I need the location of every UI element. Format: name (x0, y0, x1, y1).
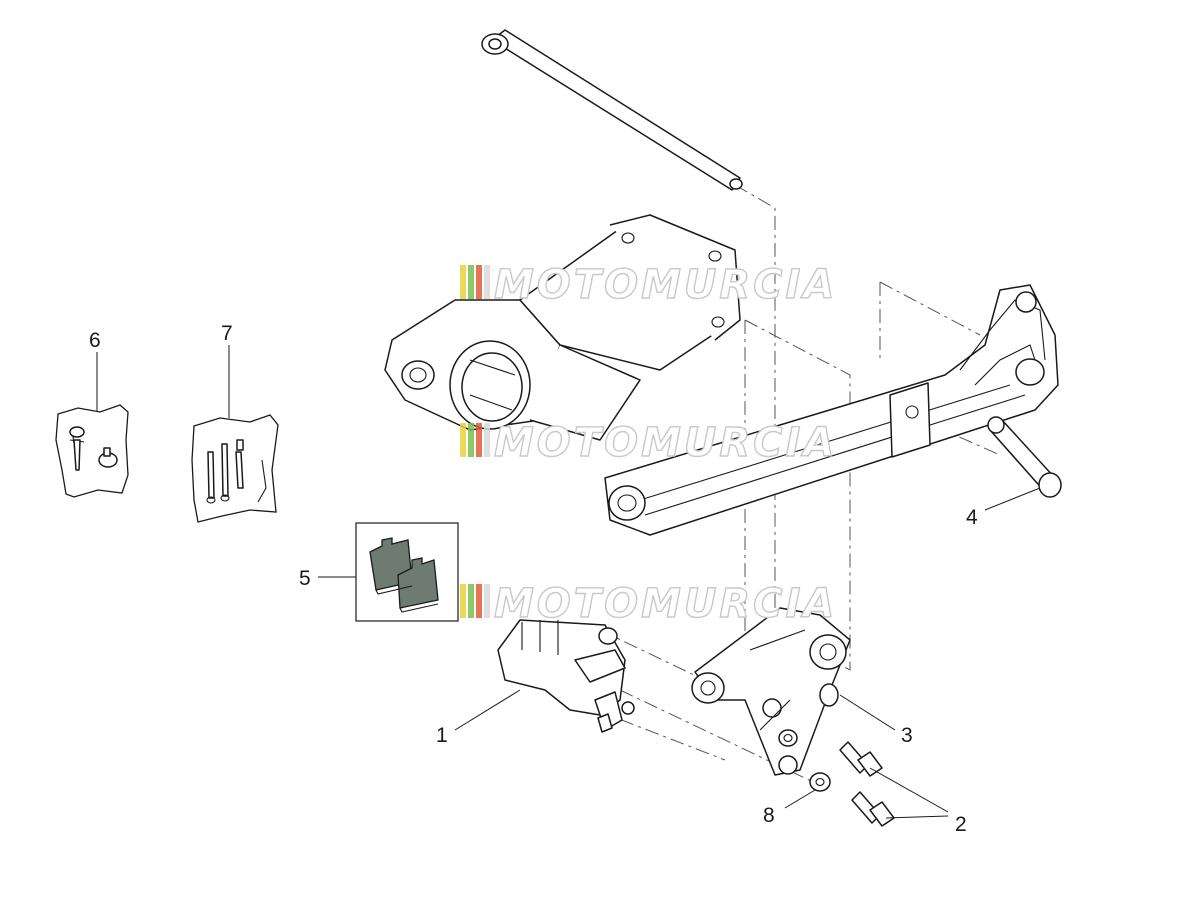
watermark-stripe (476, 584, 482, 618)
washers (778, 729, 831, 792)
watermark-text: MOTOMURCIA (494, 420, 837, 466)
watermark-middle: MOTOMURCIA (460, 419, 837, 467)
callout-2: 2 (955, 813, 967, 836)
swing-arm (384, 214, 1059, 536)
brake-caliper (497, 619, 635, 733)
leader-lines (96, 345, 1041, 819)
watermark-text: MOTOMURCIA (494, 581, 837, 627)
callout-7: 7 (221, 322, 233, 345)
watermark-stripe (460, 423, 466, 457)
brake-pad (397, 557, 439, 609)
pivot-shaft (481, 29, 743, 191)
watermark-text: MOTOMURCIA (494, 262, 837, 308)
spacer-bolt (987, 416, 1062, 498)
watermark-stripe (468, 584, 474, 618)
watermark-bottom: MOTOMURCIA (460, 580, 837, 628)
watermark-stripe (484, 265, 490, 299)
callout-8: 8 (763, 804, 775, 827)
callout-1: 1 (436, 724, 448, 747)
watermark-stripe (468, 423, 474, 457)
leader-1 (454, 689, 521, 731)
watermark-stripe (468, 265, 474, 299)
small-parts-bag-6 (55, 404, 129, 498)
leader-2a (869, 767, 949, 813)
watermark-stripe (484, 423, 490, 457)
watermark-stripe (476, 265, 482, 299)
watermark-top: MOTOMURCIA (460, 261, 837, 309)
watermark-stripe (460, 584, 466, 618)
brake-pads-kit (355, 522, 459, 622)
watermark-stripe (460, 265, 466, 299)
bracket-bolts (839, 741, 895, 827)
callout-5: 5 (299, 567, 311, 590)
callout-numbers: 1 2 3 4 5 6 7 8 (89, 322, 978, 836)
caliper-bracket (691, 607, 851, 776)
leader-3 (839, 694, 896, 731)
leader-2b (885, 815, 949, 819)
callout-3: 3 (901, 724, 913, 747)
watermark-stripe (476, 423, 482, 457)
callout-4: 4 (966, 506, 978, 529)
leader-4 (984, 487, 1041, 511)
small-parts-bag-7 (191, 414, 279, 523)
leader-8 (784, 789, 816, 809)
watermark-stripe (484, 584, 490, 618)
callout-6: 6 (89, 329, 101, 352)
